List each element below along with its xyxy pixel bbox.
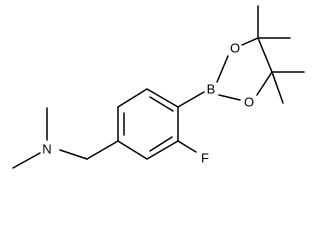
oxygen-lower-atom-label: O — [244, 95, 254, 110]
n-methyl-down-bond — [12, 152, 41, 169]
atom-labels: N F B O O — [42, 41, 254, 166]
b-o-lower-bond — [218, 94, 241, 101]
ring-double-bond-1 — [149, 96, 174, 112]
ring-bond-1 — [146, 88, 179, 108]
oxygen-upper-atom-label: O — [230, 41, 240, 56]
ring-bond-6 — [117, 88, 148, 108]
ring-bond-4 — [117, 140, 148, 160]
benzene-ring — [117, 88, 179, 160]
ring-double-bond-2 — [149, 136, 173, 152]
boron-atom-label: B — [207, 82, 216, 97]
fluorine-atom-label: F — [201, 151, 209, 166]
c-b-bond — [177, 91, 205, 108]
b-o-upper-bond — [216, 55, 229, 83]
c-o-lower-bond — [256, 71, 273, 96]
ring-bond-3 — [146, 140, 179, 160]
benzyl-bond — [86, 140, 119, 160]
o-upper-c-bond — [241, 37, 259, 46]
ch2-n-bond — [59, 149, 88, 160]
substituent-bonds — [12, 5, 305, 169]
c-c-ring-bond — [257, 37, 273, 73]
c-f-bond — [177, 140, 197, 153]
molecule-structure-diagram: N F B O O — [12, 5, 305, 169]
methyl-4-bond — [271, 71, 284, 104]
nitrogen-atom-label: N — [42, 142, 51, 157]
